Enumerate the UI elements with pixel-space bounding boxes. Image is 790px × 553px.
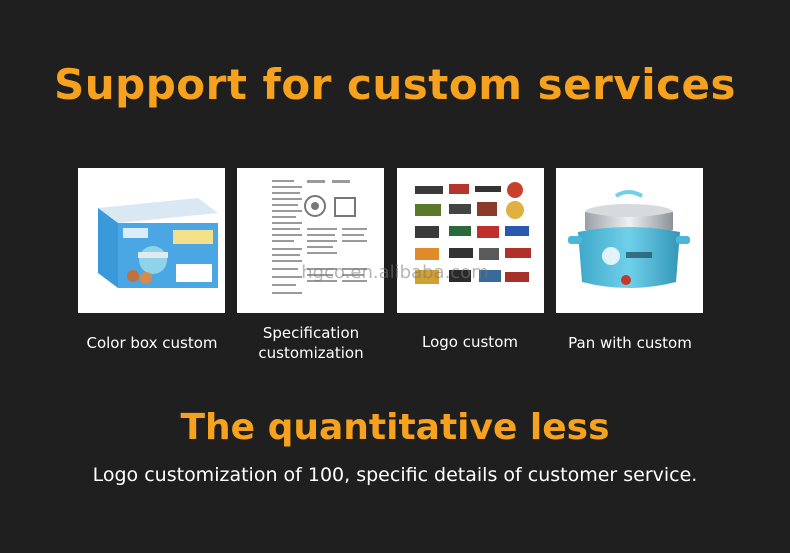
watermark: hgco.en.alibaba.com — [301, 262, 489, 283]
color-box-caption: Color box custom — [86, 334, 218, 352]
logo-caption: Logo custom — [422, 333, 518, 351]
color-box-image — [78, 168, 225, 313]
quantity-heading: The quantitative less — [180, 407, 610, 448]
page-title: Support for custom services — [54, 60, 736, 109]
specification-caption: Specification customization — [258, 324, 364, 362]
specification-manual-image — [237, 168, 384, 313]
quantity-description: Logo customization of 100, specific deta… — [92, 464, 698, 486]
cooker-pan-image — [556, 168, 703, 313]
pan-caption: Pan with custom — [568, 334, 692, 352]
logo-collection-image — [397, 168, 544, 313]
